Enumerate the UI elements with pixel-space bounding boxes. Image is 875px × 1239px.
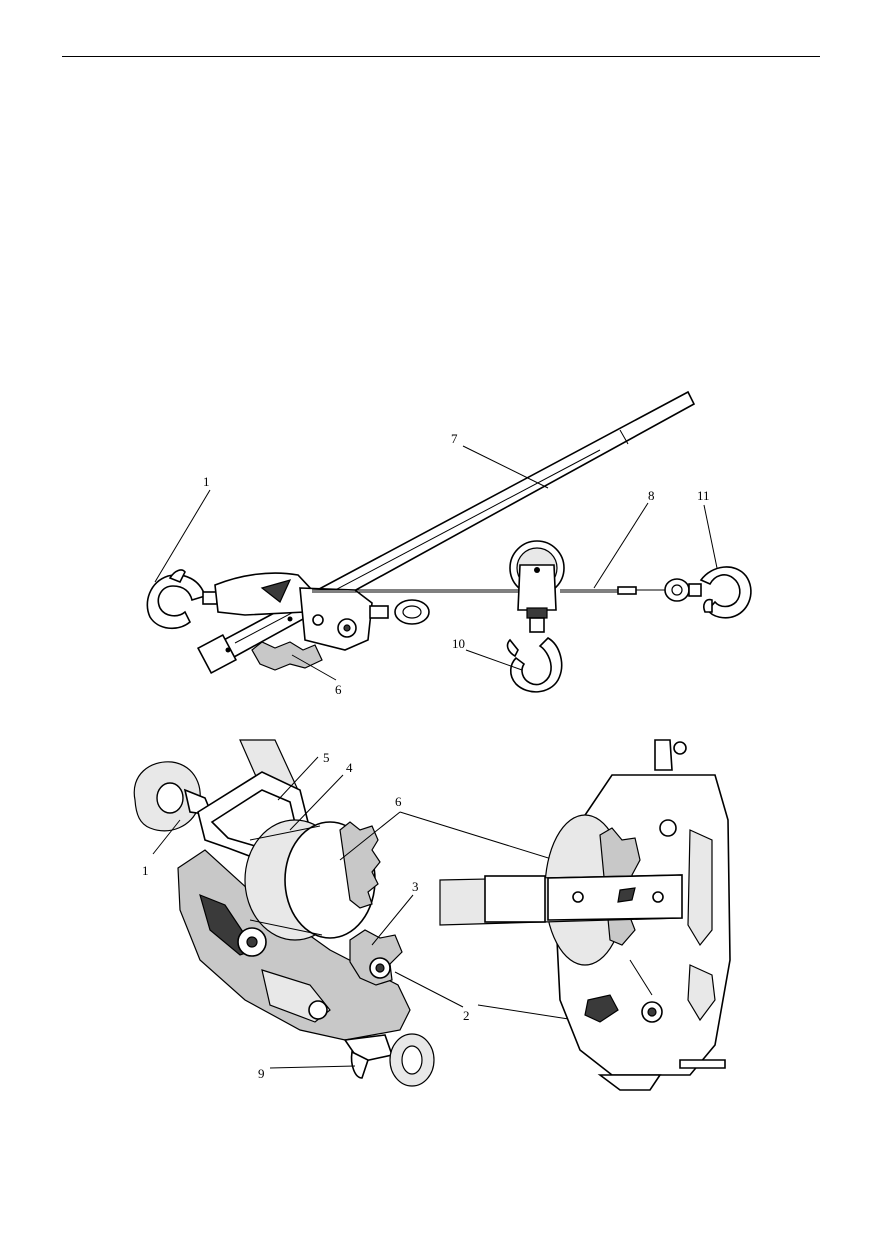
callout-1-top: 1: [203, 474, 210, 489]
callout-10: 10: [452, 636, 465, 651]
callout-7: 7: [451, 431, 458, 446]
puller-body: [214, 572, 430, 671]
bottom-right-figure: [439, 739, 731, 1091]
callout-6-bottom: 6: [395, 794, 402, 809]
callout-8: 8: [648, 488, 655, 503]
callout-4: 4: [346, 760, 353, 775]
callout-5: 5: [323, 750, 330, 765]
callout-1-bottom: 1: [142, 863, 149, 878]
handle: [196, 390, 696, 675]
header-rule: [62, 56, 820, 57]
callout-9: 9: [258, 1066, 265, 1081]
callout-11: 11: [697, 488, 710, 503]
callout-2: 2: [463, 1008, 470, 1023]
right-hook: [664, 566, 752, 619]
callout-6-top: 6: [335, 682, 342, 697]
bottom-left-figure: 5 4 6 1 3 2 9: [133, 739, 601, 1087]
top-figure: 1 7 8 11 10 6: [146, 390, 752, 697]
left-hook: [146, 569, 218, 630]
pulley-block: [506, 540, 565, 693]
callout-3: 3: [412, 879, 419, 894]
cable: [312, 586, 665, 595]
